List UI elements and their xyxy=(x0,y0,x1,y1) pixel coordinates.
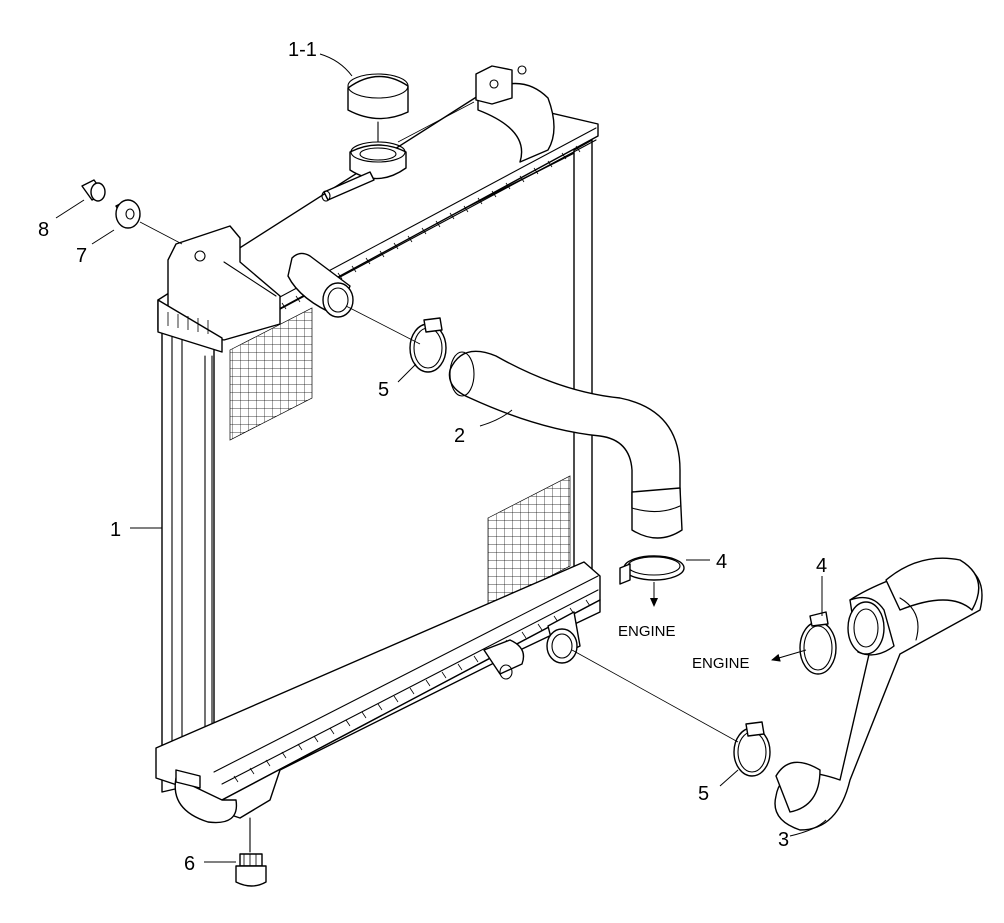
engine-label-lower: ENGINE xyxy=(692,655,750,672)
clamp-upper-hose-radiator xyxy=(409,317,447,373)
upper-hose xyxy=(448,350,683,539)
callout-clamp-lower-hose-engine: 4 xyxy=(816,555,827,577)
radiator-cap xyxy=(347,73,409,143)
clamp-lower-hose-engine xyxy=(799,611,837,675)
callout-cushion: 7 xyxy=(76,245,87,267)
engine-label-upper: ENGINE xyxy=(618,623,676,640)
callout-radiator-cap: 1-1 xyxy=(288,39,317,61)
clamp-lower-hose-radiator xyxy=(733,721,771,777)
cushion xyxy=(115,199,141,229)
collar xyxy=(81,179,106,202)
callout-upper-hose: 2 xyxy=(454,425,465,447)
lower-hose xyxy=(774,557,983,831)
callout-lower-hose: 3 xyxy=(778,829,789,851)
callout-collar: 8 xyxy=(38,219,49,241)
callout-clamp-lower-hose-radiator: 5 xyxy=(698,783,709,805)
radiator xyxy=(155,65,601,853)
clamp-upper-hose-engine xyxy=(619,555,685,585)
callout-drain-plug: 6 xyxy=(184,853,195,875)
callout-radiator: 1 xyxy=(110,519,121,541)
drain-plug xyxy=(235,853,267,887)
callout-clamp-upper-hose-engine: 4 xyxy=(716,551,727,573)
callout-clamp-upper-hose-radiator: 5 xyxy=(378,379,389,401)
leader-lines xyxy=(55,53,827,863)
